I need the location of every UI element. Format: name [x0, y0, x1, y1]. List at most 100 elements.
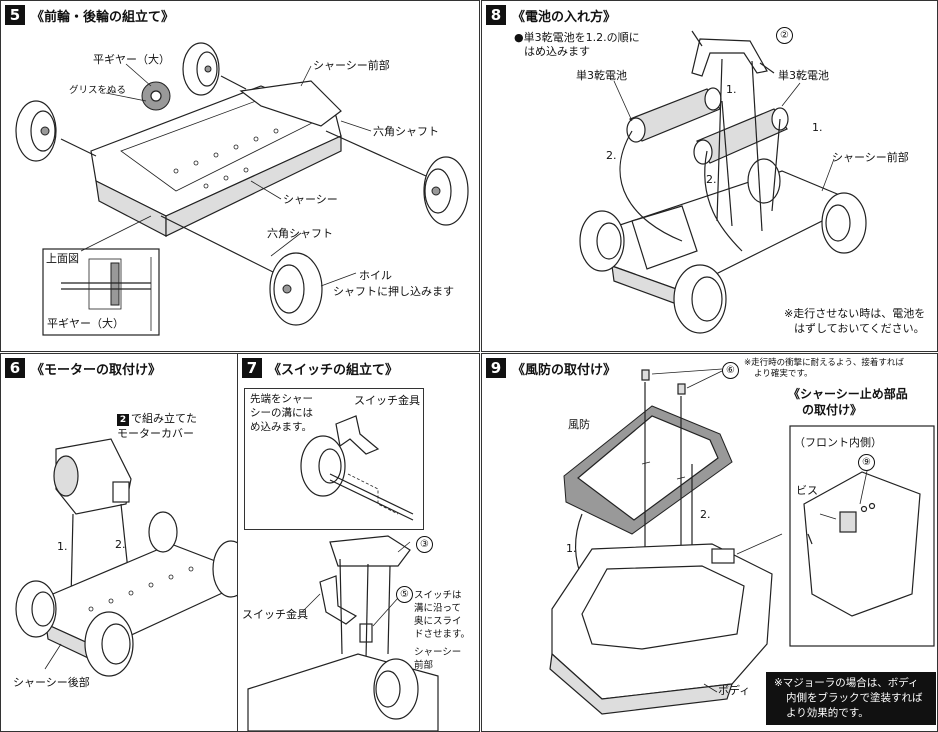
- wheel-6-rear-right: [84, 611, 134, 677]
- order-2a: 2.: [606, 149, 617, 162]
- step8-number: 8: [486, 5, 506, 25]
- order-1a: 1.: [726, 83, 737, 96]
- majora-note: ※マジョーラの場合は、ボディ 内側をブラックで塗装すれば より効果的です。: [766, 672, 936, 725]
- gear-large-label-2: 平ギヤー（大）: [47, 317, 124, 330]
- screw-label: ビス: [796, 484, 818, 497]
- majora-note-1: ※マジョーラの場合は、ボディ: [774, 677, 919, 689]
- pin-2: [677, 383, 686, 395]
- chassis-stop-part: [839, 511, 857, 533]
- wheel-rear-left: [15, 100, 57, 162]
- screw: [807, 533, 813, 545]
- step5-number: 5: [5, 5, 25, 25]
- wheel-8-front-left: [579, 210, 625, 272]
- switch-part-number: ⑤: [396, 586, 413, 603]
- hex-shaft-rear: [160, 215, 282, 277]
- step7-panel: 7 《スイッチの組立て》 先端をシャー シーの溝には め込みます。 スイッチ金: [237, 353, 480, 732]
- inset-body: [803, 471, 921, 617]
- motor-cover-label-2: モーターカバー: [117, 427, 194, 440]
- hex-shaft-label-1: 六角シャフト: [373, 125, 439, 138]
- chassis-stop-title-1: 《シャーシー止め部品: [788, 387, 908, 401]
- motor-cover: [55, 438, 132, 515]
- step8-title: 《電池の入れ方》: [512, 10, 617, 25]
- step9-number: 9: [486, 358, 506, 378]
- wheel-label: ホイル: [359, 269, 392, 282]
- tip-note-1: 先端をシャー: [250, 393, 313, 405]
- switch-metal-detail: [335, 415, 380, 455]
- motor-cover-label-1: で組み立てた: [131, 412, 197, 425]
- top-view-label: 上面図: [46, 252, 79, 265]
- step6-number: 6: [5, 358, 25, 378]
- order-6-1: 1.: [57, 540, 68, 553]
- adhesive-note-2: より確実です。: [754, 369, 813, 379]
- step6-title: 《モーターの取付け》: [31, 363, 162, 378]
- chassis-front-label-8: シャーシー前部: [832, 151, 909, 164]
- remove-battery-note-2: はずしておいてください。: [794, 322, 925, 335]
- slide-note-2: 溝に沿って: [414, 603, 462, 614]
- chassis-front-label: シャーシー前部: [313, 59, 390, 72]
- step9-panel: 9 《風防の取付け》 ※走行時の衝撃に耐えるよう、接着すれば より確実です。 ⑥: [481, 353, 938, 732]
- chassis-6-holes: [88, 566, 194, 612]
- step8-bullet-1: ●単3乾電池を1.2.の順に: [514, 31, 640, 44]
- body-label: ボディ: [718, 684, 751, 697]
- slide-note-4: ドさせます。: [414, 629, 471, 640]
- wheel-6-front-left: [148, 511, 178, 553]
- switch-metal-top-label: スイッチ金具: [354, 394, 420, 407]
- chassis-6: [40, 543, 237, 650]
- tip-note-2: シーの溝には: [250, 407, 313, 419]
- order-6-2: 2.: [115, 538, 126, 551]
- battery-right: [693, 107, 789, 165]
- chassis-front-label-7a: シャーシー: [414, 647, 462, 658]
- adhesive-note-1: ※走行時の衝撃に耐えるよう、接着すれば: [744, 358, 904, 368]
- chassis-stop-title-2: の取付け》: [802, 403, 863, 417]
- battery-left: [626, 87, 722, 143]
- switch-cover: [329, 535, 411, 567]
- wheel-8-front-right: [821, 192, 867, 254]
- windshield-label: 風防: [568, 418, 590, 431]
- grease-label: グリスをぬる: [69, 85, 127, 96]
- pin-1: [641, 369, 650, 381]
- step9-title: 《風防の取付け》: [512, 363, 617, 378]
- step9-illustration: [549, 368, 935, 715]
- battery-left-label: 単3乾電池: [576, 69, 627, 82]
- step8-bullet-2: はめ込みます: [524, 45, 590, 58]
- order-9-2: 2.: [700, 508, 711, 521]
- remove-battery-note-1: ※走行させない時は、電池を: [784, 307, 926, 320]
- top-view-inset: [42, 248, 160, 336]
- front-inside-label: （フロント内側）: [794, 436, 882, 449]
- switch-metal: [319, 575, 358, 625]
- wheel-8-rear-right: [747, 158, 781, 204]
- wheel-front-right: [423, 156, 469, 226]
- order-1b: 1.: [812, 121, 823, 134]
- step7-title: 《スイッチの組立て》: [268, 363, 399, 378]
- pin-part-number: ⑥: [722, 362, 739, 379]
- wheel-8-rear-left: [673, 264, 727, 334]
- wheel-note: シャフトに押し込みます: [333, 285, 454, 298]
- step8-illustration: [579, 30, 867, 334]
- hex-shaft-label-2: 六角シャフト: [267, 227, 333, 240]
- slide-note-1: スイッチは: [414, 590, 462, 601]
- step6-illustration: [15, 438, 237, 677]
- order-2b: 2.: [706, 173, 717, 186]
- step5-panel: 5 《前輪・後輪の組立て》: [0, 0, 480, 352]
- step5-illustration: [15, 42, 469, 336]
- wheel-6-rear-left: [15, 580, 57, 638]
- chassis-holes: [173, 128, 279, 189]
- majora-note-3: より効果的です。: [786, 707, 869, 719]
- wheel-front-left: [182, 42, 220, 96]
- step7-illustration: [247, 415, 439, 731]
- gear-large-label: 平ギヤー（大）: [93, 53, 170, 66]
- slide-note-3: 奥にスライ: [414, 616, 462, 627]
- wheel-6-front-right: [212, 540, 237, 598]
- hex-shaft-front: [325, 130, 427, 177]
- step5-title: 《前輪・後輪の組立て》: [31, 10, 175, 25]
- step-ref-badge: 2: [117, 414, 129, 426]
- switch-cover-part-number: ③: [416, 536, 433, 553]
- chassis-rear-label: シャーシー後部: [13, 676, 90, 689]
- majora-note-2: 内側をブラックで塗装すれば: [786, 692, 923, 704]
- chassis-label: シャーシー: [283, 193, 338, 206]
- tip-note-3: め込みます。: [250, 421, 312, 433]
- wheel-rear-right: [269, 252, 323, 326]
